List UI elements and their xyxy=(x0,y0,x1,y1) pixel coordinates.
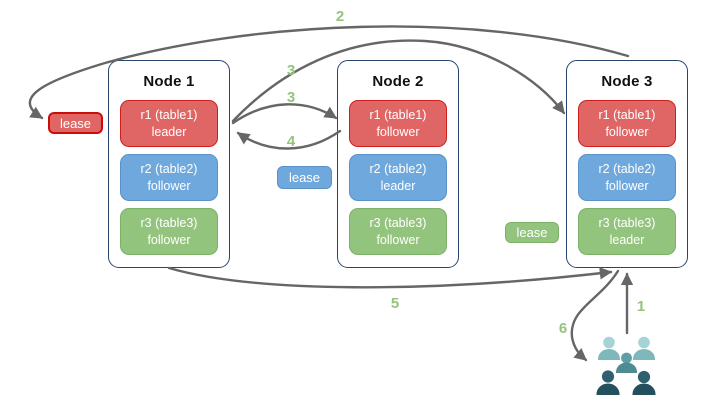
node2-replica-r2-leader: r2 (table2) leader xyxy=(349,154,447,201)
node3-replica-r1-follower: r1 (table1) follower xyxy=(578,100,676,147)
node1-replica-r1-leader: r1 (table1) leader xyxy=(120,100,218,147)
node-1-box: Node 1 r1 (table1) leader r2 (table2) fo… xyxy=(108,60,230,268)
flow-label-2: 2 xyxy=(335,8,345,25)
flow-label-3b: 3 xyxy=(286,89,296,106)
node2-replica-r3-follower: r3 (table3) follower xyxy=(349,208,447,255)
lease-badge-r2: lease xyxy=(277,166,332,189)
node-1-title: Node 1 xyxy=(143,73,195,90)
flow-label-4: 4 xyxy=(286,133,296,150)
node-3-box: Node 3 r1 (table1) follower r2 (table2) … xyxy=(566,60,688,268)
flow-label-6: 6 xyxy=(558,320,568,337)
node2-replica-r1-follower: r1 (table1) follower xyxy=(349,100,447,147)
arrow-5-forward xyxy=(167,266,613,289)
node-3-title: Node 3 xyxy=(601,73,653,90)
node3-replica-r3-leader: r3 (table3) leader xyxy=(578,208,676,255)
flow-label-3a: 3 xyxy=(286,62,296,79)
arrow-3-replicate-node2 xyxy=(231,103,338,125)
node3-replica-r2-follower: r2 (table2) follower xyxy=(578,154,676,201)
node1-replica-r3-follower: r3 (table3) follower xyxy=(120,208,218,255)
flow-label-5: 5 xyxy=(390,295,400,312)
lease-badge-r1: lease xyxy=(48,112,103,134)
node1-replica-r2-follower: r2 (table2) follower xyxy=(120,154,218,201)
lease-badge-r3: lease xyxy=(505,222,559,243)
flow-label-1: 1 xyxy=(636,298,646,315)
node-2-box: Node 2 r1 (table1) follower r2 (table2) … xyxy=(337,60,459,268)
node-2-title: Node 2 xyxy=(372,73,424,90)
users-icon xyxy=(596,336,656,395)
